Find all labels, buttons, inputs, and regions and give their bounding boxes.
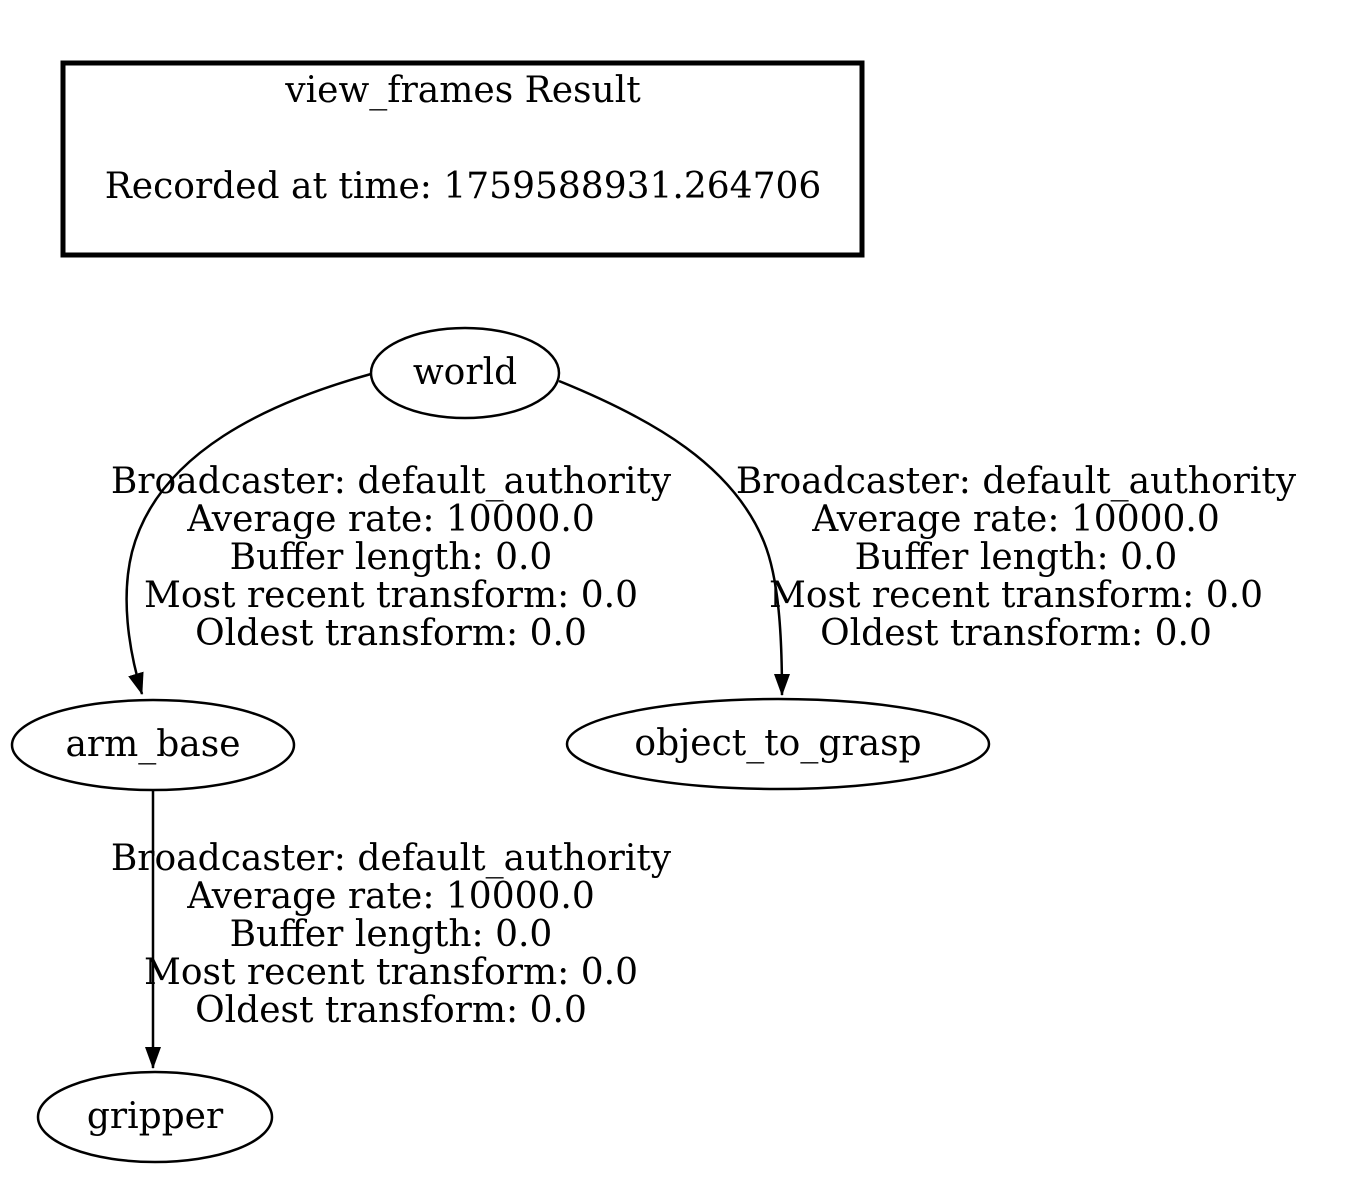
edge-label-line: Broadcaster: default_authority [110, 838, 672, 879]
edge-label-line: Buffer length: 0.0 [229, 537, 553, 578]
edge-label-arm-base-to-gripper: Broadcaster: default_authority Average r… [111, 840, 671, 1030]
edge-label-line: Oldest transform: 0.0 [195, 990, 587, 1031]
node-ellipse-gripper [36, 1070, 274, 1164]
result-box-title: view_frames Result [285, 70, 641, 111]
node-label-gripper: gripper [86, 1096, 224, 1137]
edge-label-line: Most recent transform: 0.0 [144, 952, 638, 993]
edge-label-world-to-arm-base: Broadcaster: default_authority Average r… [111, 463, 671, 653]
edge-label-world-to-object-to-grasp: Broadcaster: default_authority Average r… [736, 463, 1296, 653]
edge-label-line: Buffer length: 0.0 [229, 914, 553, 955]
node-ellipse-object-to-grasp [565, 697, 991, 791]
edge-label-line: Buffer length: 0.0 [854, 537, 1178, 578]
edge-label-line: Oldest transform: 0.0 [820, 613, 1212, 654]
result-box-border [60, 60, 865, 258]
node-ellipse-world [369, 326, 561, 420]
edge-label-line: Broadcaster: default_authority [735, 461, 1297, 502]
edge-label-line: Average rate: 10000.0 [187, 876, 595, 917]
edge-world-to-object-to-grasp [558, 379, 790, 696]
node-ellipse-arm-base [10, 698, 296, 792]
edge-label-line: Oldest transform: 0.0 [195, 613, 587, 654]
edge-label-line: Most recent transform: 0.0 [144, 575, 638, 616]
edge-label-line: Average rate: 10000.0 [187, 499, 595, 540]
edge-label-line: Most recent transform: 0.0 [769, 575, 1263, 616]
edge-world-to-arm-base [125, 372, 372, 695]
node-label-world: world [412, 352, 518, 393]
result-box-recorded-time: Recorded at time: 1759588931.264706 [104, 166, 822, 207]
node-label-object-to-grasp: object_to_grasp [634, 723, 922, 764]
node-label-arm-base: arm_base [65, 724, 241, 765]
edge-label-line: Broadcaster: default_authority [110, 461, 672, 502]
edge-label-line: Average rate: 10000.0 [812, 499, 1220, 540]
